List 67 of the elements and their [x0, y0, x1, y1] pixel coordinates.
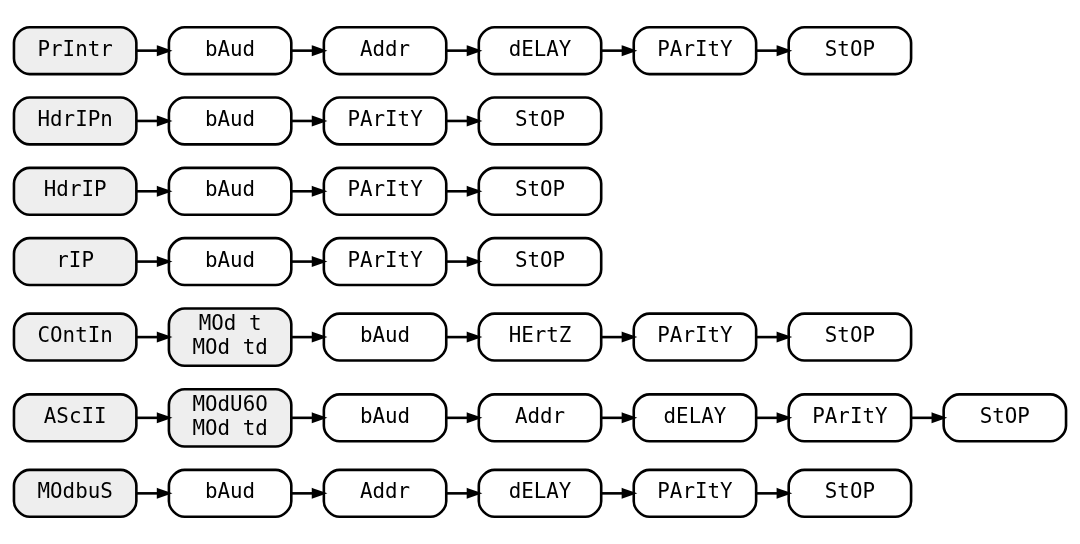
arrow — [291, 115, 328, 127]
node-box: HdrIP — [12, 166, 138, 216]
arrow — [136, 256, 173, 268]
arrow — [446, 412, 483, 424]
node-box: MOd t MOd td — [167, 307, 293, 368]
arrow — [136, 185, 173, 197]
node-box: bAud — [167, 25, 293, 76]
arrow — [446, 256, 483, 268]
arrow — [291, 45, 328, 57]
node-box: Addr — [322, 468, 448, 519]
node-box: PArItY — [322, 96, 448, 146]
arrow — [446, 331, 483, 343]
arrow — [136, 115, 173, 127]
node-box: bAud — [167, 236, 293, 287]
node-box: StOP — [787, 468, 913, 519]
node-box: PArItY — [787, 393, 913, 443]
arrow — [291, 331, 328, 343]
node-box: PArItY — [632, 312, 758, 362]
arrow — [136, 487, 173, 499]
node-box: dELAY — [477, 468, 603, 519]
arrow — [601, 45, 638, 57]
arrow — [291, 487, 328, 499]
node-box: MOdU6O MOd td — [167, 387, 293, 448]
node-box: PArItY — [632, 25, 758, 76]
node-box: StOP — [477, 166, 603, 216]
node-box: PArItY — [322, 166, 448, 216]
node-box: StOP — [787, 312, 913, 362]
arrow — [756, 45, 793, 57]
node-box: bAud — [322, 312, 448, 362]
arrow — [601, 412, 638, 424]
node-box: dELAY — [632, 393, 758, 443]
node-box: StOP — [942, 393, 1068, 443]
arrow — [291, 256, 328, 268]
node-box: HdrIPn — [12, 96, 138, 146]
arrow — [291, 412, 328, 424]
node-box: Addr — [477, 393, 603, 443]
arrow — [291, 185, 328, 197]
node-box: bAud — [167, 468, 293, 519]
node-box: dELAY — [477, 25, 603, 76]
arrow — [756, 331, 793, 343]
arrow — [136, 412, 173, 424]
node-box: StOP — [787, 25, 913, 76]
node-box: AScII — [12, 393, 138, 443]
node-box: bAud — [167, 166, 293, 216]
arrow — [756, 487, 793, 499]
node-box: bAud — [322, 393, 448, 443]
node-box: MOdbuS — [12, 468, 138, 519]
node-box: HErtZ — [477, 312, 603, 362]
arrow — [601, 331, 638, 343]
arrow — [446, 45, 483, 57]
node-box: bAud — [167, 96, 293, 146]
arrow — [446, 115, 483, 127]
arrow — [136, 331, 173, 343]
arrow — [601, 487, 638, 499]
arrow — [911, 412, 948, 424]
node-box: PArItY — [632, 468, 758, 519]
node-box: StOP — [477, 96, 603, 146]
node-box: PrIntr — [12, 25, 138, 76]
node-box: PArItY — [322, 236, 448, 287]
arrow — [136, 45, 173, 57]
arrow — [756, 412, 793, 424]
arrow — [446, 487, 483, 499]
arrow — [446, 185, 483, 197]
node-box: Addr — [322, 25, 448, 76]
node-box: rIP — [12, 236, 138, 287]
node-box: StOP — [477, 236, 603, 287]
node-box: COntIn — [12, 312, 138, 362]
